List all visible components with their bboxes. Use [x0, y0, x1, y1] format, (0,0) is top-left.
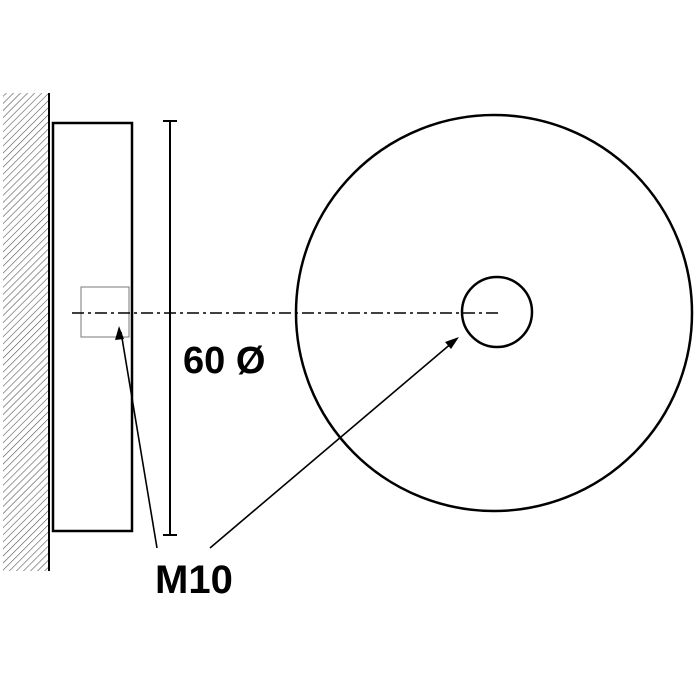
- leader-arrowhead-side: [115, 326, 124, 340]
- center-hole: [460, 275, 534, 349]
- diameter-dimension: [163, 120, 177, 536]
- thread-bore-outline: [80, 286, 130, 338]
- thread-leaders: [115, 326, 459, 549]
- disc-side-view: [51, 121, 134, 533]
- leader-line-front: [209, 341, 454, 549]
- disc-front-view: [294, 113, 694, 513]
- thread-label: M10: [155, 558, 233, 602]
- diameter-label: 60 Ø: [183, 340, 265, 382]
- leader-arrowhead-front: [445, 337, 459, 349]
- wall: [3, 93, 50, 571]
- wall-hatching: [3, 93, 49, 571]
- leader-line-side: [120, 331, 158, 549]
